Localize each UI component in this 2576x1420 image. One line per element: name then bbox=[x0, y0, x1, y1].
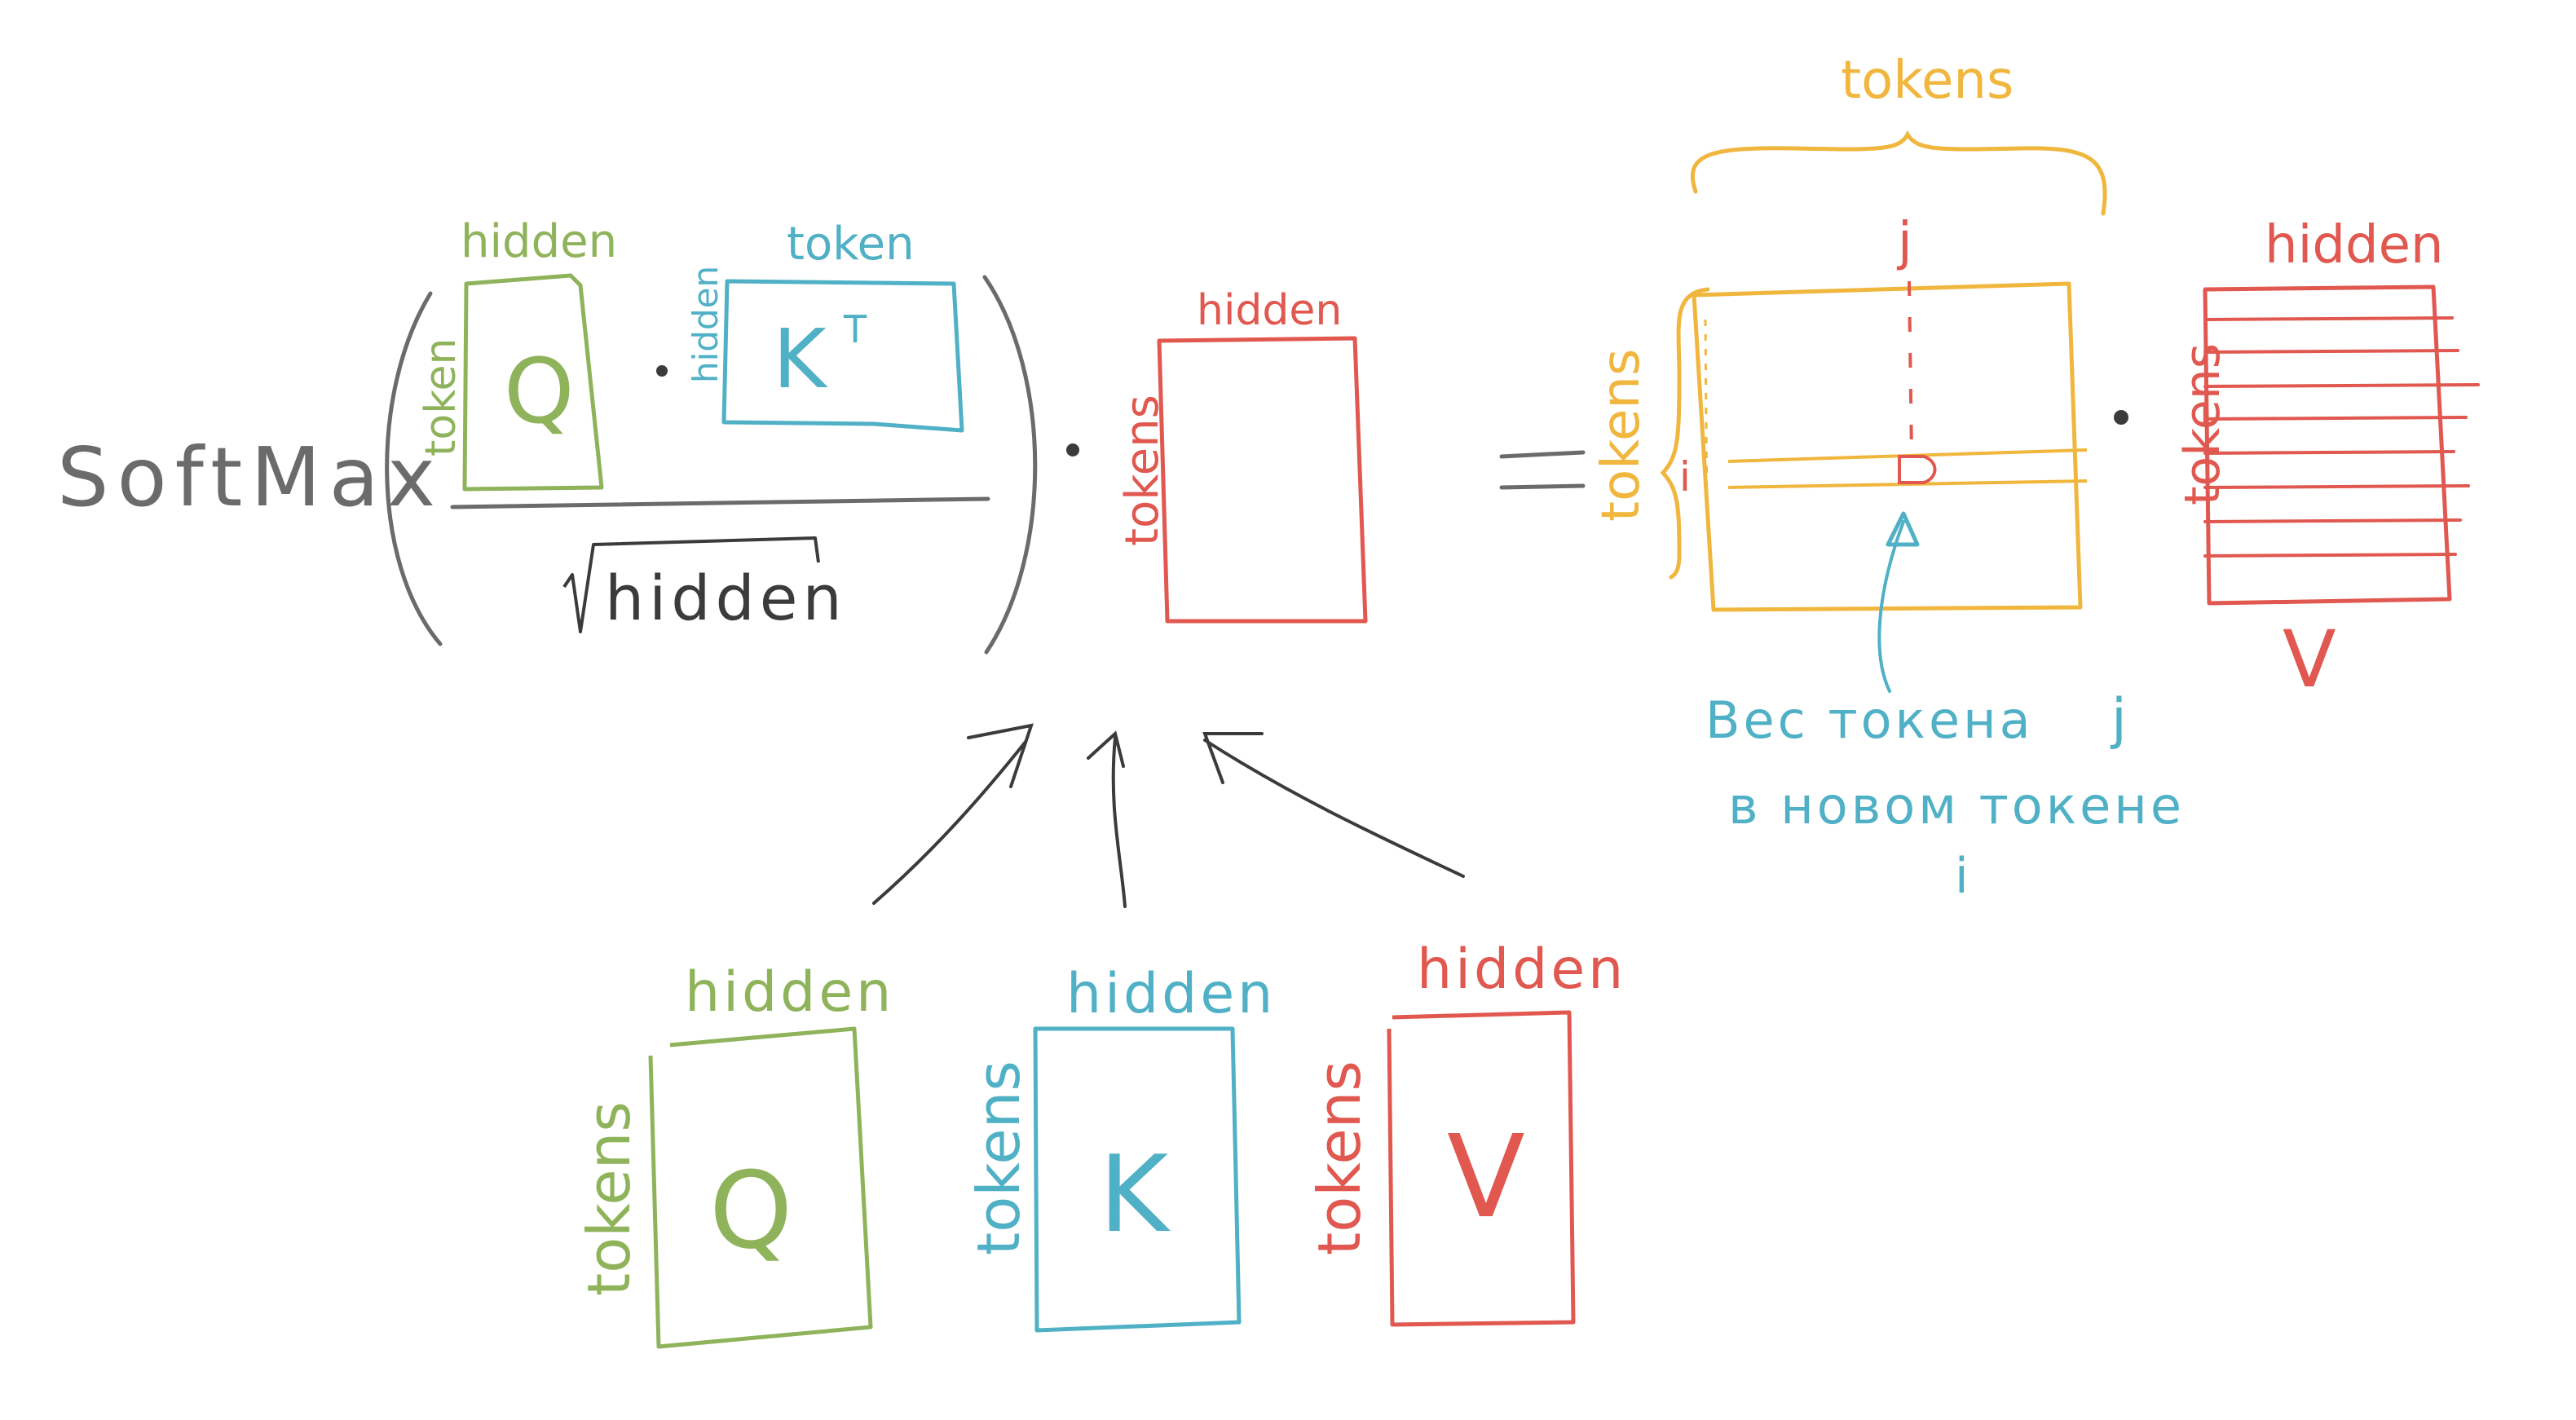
input-k-rect bbox=[1033, 1026, 1242, 1333]
mult-dot-2 bbox=[1066, 443, 1079, 456]
input-v-hidden-label: hidden bbox=[1417, 937, 1626, 1002]
input-k-letter: K bbox=[1099, 1132, 1171, 1256]
input-v-rect bbox=[1387, 1010, 1576, 1327]
softmax-label: SoftMax bbox=[57, 430, 443, 525]
arrow-k-head bbox=[1087, 730, 1125, 768]
kt-hidden-label: hidden bbox=[686, 266, 726, 383]
arrow-q-to-formula bbox=[872, 740, 1027, 905]
row-i-label: i bbox=[1679, 453, 1691, 501]
arrow-k-to-formula bbox=[1111, 736, 1127, 908]
attention-left-label: tokens bbox=[1591, 349, 1652, 522]
attention-cell-ij bbox=[1898, 455, 1937, 484]
v-result-tokens-label: tokens bbox=[2174, 343, 2231, 505]
input-v-tokens-label: tokens bbox=[1305, 1061, 1374, 1255]
v-result-letter: V bbox=[2283, 614, 2336, 705]
sqrt-sign bbox=[562, 536, 820, 633]
annotation-j-index: j bbox=[2110, 687, 2127, 752]
input-k-hidden-label: hidden bbox=[1066, 962, 1276, 1026]
kt-superscript: T bbox=[843, 307, 867, 351]
arrow-v-head bbox=[1202, 732, 1264, 784]
attention-inner-edge bbox=[1704, 319, 1709, 523]
q-matrix-letter: Q bbox=[504, 339, 575, 443]
annotation-line-2: в новом токене bbox=[1728, 776, 2185, 836]
equals-line-bottom bbox=[1499, 483, 1586, 490]
attention-top-brace bbox=[1690, 130, 2107, 216]
v-row-line bbox=[2203, 416, 2468, 421]
input-q-tokens-label: tokens bbox=[575, 1101, 643, 1296]
attention-top-label: tokens bbox=[1841, 51, 2014, 111]
input-q-rect bbox=[648, 1026, 873, 1349]
v-row-line bbox=[2203, 316, 2454, 321]
attention-matrix-rect bbox=[1692, 281, 2083, 612]
attention-left-brace bbox=[1660, 287, 1710, 580]
v-result-rows bbox=[2203, 316, 2480, 558]
input-k-matrix: hidden tokens K bbox=[964, 962, 1276, 1333]
annotation-line-1: Вес токена bbox=[1705, 690, 2034, 750]
v-result-rect bbox=[2203, 284, 2452, 606]
q-matrix-rect bbox=[462, 273, 604, 492]
formula-v-matrix-rect bbox=[1157, 336, 1368, 624]
input-q-hidden-label: hidden bbox=[685, 960, 894, 1025]
denominator-label: hidden bbox=[605, 562, 847, 634]
v-result-hidden-label: hidden bbox=[2265, 215, 2444, 276]
v-row-line bbox=[2203, 450, 2455, 455]
input-v-matrix: hidden tokens V bbox=[1305, 937, 1626, 1327]
v-row-line bbox=[2203, 349, 2459, 354]
mult-dot-3 bbox=[2114, 410, 2128, 425]
annotation: Вес токена j в новом токене i bbox=[1705, 687, 2185, 905]
attention-matrix: tokens tokens j i bbox=[1591, 51, 2107, 693]
arrow-q-head bbox=[967, 723, 1034, 788]
v-result-matrix: hidden tokens V bbox=[2174, 215, 2480, 705]
v-row-line bbox=[2203, 518, 2462, 523]
arrow-v-to-formula bbox=[1203, 739, 1465, 878]
input-k-tokens-label: tokens bbox=[964, 1061, 1033, 1255]
formula-v-hidden-label: hidden bbox=[1197, 286, 1342, 335]
annotation-i-index: i bbox=[1955, 848, 1969, 905]
q-token-label: token bbox=[417, 338, 465, 456]
v-row-line bbox=[2203, 553, 2457, 558]
v-row-line bbox=[2203, 383, 2480, 388]
input-q-letter: Q bbox=[709, 1149, 792, 1272]
column-j-label: j bbox=[1896, 212, 1912, 272]
kt-token-label: token bbox=[787, 218, 915, 271]
input-arrows bbox=[872, 723, 1465, 908]
left-parenthesis bbox=[385, 291, 443, 646]
mult-dot-1 bbox=[656, 365, 668, 377]
annotation-arrow-head bbox=[1886, 511, 1920, 547]
v-row-line bbox=[2203, 484, 2470, 489]
column-j-dash bbox=[1908, 280, 1913, 456]
right-parenthesis bbox=[982, 275, 1038, 655]
q-hidden-label: hidden bbox=[461, 215, 617, 268]
kt-matrix-rect bbox=[721, 279, 964, 433]
kt-matrix-letter: K bbox=[773, 311, 828, 407]
softmax-formula: SoftMax hidden token Q token hidden K T … bbox=[57, 215, 1586, 655]
fraction-line bbox=[450, 496, 990, 509]
equals-line-top bbox=[1499, 450, 1586, 459]
input-q-matrix: hidden tokens Q bbox=[575, 960, 894, 1349]
input-v-letter: V bbox=[1447, 1111, 1525, 1244]
